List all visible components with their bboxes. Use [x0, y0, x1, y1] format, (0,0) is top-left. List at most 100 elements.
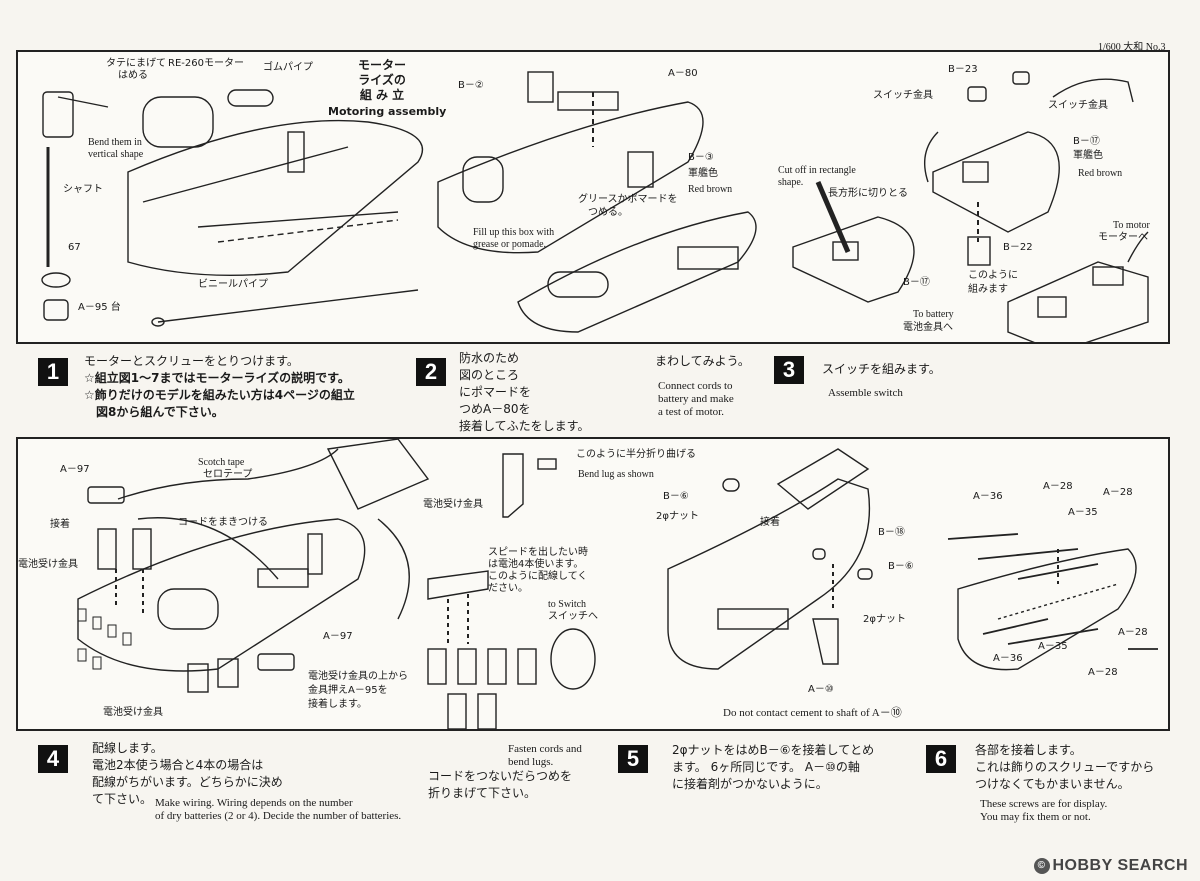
- label-scotch-en: Scotch tape: [198, 457, 245, 468]
- hobby-search-logo-icon: ©: [1033, 858, 1050, 874]
- label-fill-en1: Fill up this box with: [473, 227, 555, 238]
- step-3-en: Assemble switch: [828, 387, 903, 399]
- label-denchi-1: 電池受け金具: [18, 559, 78, 570]
- label-note-3: 接着します。: [308, 699, 367, 710]
- step-2-text: 防水のため 図のところ にポマードを つめA－80を 接着してふたをします。: [459, 351, 590, 433]
- label-b23: B－23: [948, 64, 978, 75]
- label-a80: A－80: [668, 68, 698, 79]
- label-konoyou-2: 組みます: [968, 284, 1008, 295]
- label-grease-jp1: グリースかポマードを: [578, 194, 678, 205]
- label-b17-a: B－⑰: [1073, 136, 1100, 147]
- label-bend-jp: このように半分折り曲げる: [576, 449, 696, 460]
- step-number-3: 3: [774, 356, 804, 384]
- label-a36-a: A－36: [973, 491, 1003, 502]
- step-number-5: 5: [618, 745, 648, 773]
- label-a28-d: A－28: [1088, 667, 1118, 678]
- label-a35-b: A－35: [1038, 641, 1068, 652]
- label-b17-redbrown: Red brown: [1078, 168, 1123, 179]
- label-a28-b: A－28: [1103, 487, 1133, 498]
- label-gomu: ゴムパイプ: [263, 62, 313, 73]
- motoring-title-jp: モーター ライズの 組 み 立: [358, 58, 407, 102]
- label-nut-a: 2φナット: [656, 511, 699, 522]
- top-line-art: [41, 71, 1149, 342]
- motoring-title-en: Motoring assembly: [328, 105, 447, 118]
- label-a10: A－⑩: [808, 684, 834, 695]
- step-4-en-2: of dry batteries (2 or 4). Decide the nu…: [155, 810, 402, 822]
- label-speed-1: スピードを出したい時: [488, 547, 588, 558]
- label-note-1: 電池受け金具の上から: [308, 671, 408, 682]
- label-a95: A－95 台: [78, 302, 121, 313]
- label-scotch-jp: セロテープ: [203, 469, 253, 480]
- label-a35-a: A－35: [1068, 507, 1098, 518]
- step-3-text: スイッチを組みます。: [822, 362, 941, 376]
- label-b17-b: B－⑰: [903, 277, 930, 288]
- label-konoyou-1: このように: [968, 270, 1018, 281]
- hobby-search-watermark: ©HOBBY SEARCH: [1033, 857, 1189, 875]
- label-bend-en: Bend lug as shown: [578, 469, 654, 480]
- label-b3-color: 軍艦色: [688, 168, 718, 179]
- label-cut-en2: shape.: [778, 177, 804, 188]
- top-illustration-panel: タテにまげて はめる RE-260モーター ゴムパイプ Bend them in…: [16, 50, 1170, 344]
- label-67: 67: [68, 242, 81, 253]
- step-2-en: Connect cords to battery and make a test…: [658, 380, 734, 418]
- label-tate: タテにまげて: [106, 58, 166, 69]
- label-b18: B－⑱: [878, 527, 905, 538]
- step-5-text: 2φナットをはめB－⑥を接着してとめ ます。 6ヶ所同じです。 A－⑩の軸 に接…: [672, 743, 875, 791]
- bottom-line-art: [77, 439, 1158, 729]
- label-switch-fitting-1: スイッチ金具: [873, 90, 933, 101]
- label-b17-color: 軍艦色: [1073, 150, 1103, 161]
- label-to-motor-en: To motor: [1113, 220, 1150, 231]
- step-number-6: 6: [926, 745, 956, 773]
- step-number-4: 4: [38, 745, 68, 773]
- label-re260: RE-260モーター: [168, 58, 244, 69]
- label-switch-fitting-2: スイッチ金具: [1048, 100, 1108, 111]
- label-b22: B－22: [1003, 242, 1033, 253]
- label-a28-c: A－28: [1118, 627, 1148, 638]
- label-b3-redbrown: Red brown: [688, 184, 733, 195]
- label-to-battery-jp: 電池金具へ: [903, 322, 953, 333]
- label-a28-a: A－28: [1043, 481, 1073, 492]
- hammer-icon: [42, 91, 74, 138]
- label-to-battery-en: To battery: [913, 309, 954, 320]
- label-note-2: 金具押えA－95を: [308, 685, 388, 696]
- label-speed-2: は電池4本使います。: [488, 559, 584, 570]
- bottom-illustration-panel: A－97 Scotch tape セロテープ 接着 コードをまきつける 電池受け…: [16, 437, 1170, 731]
- label-a97-b: A－97: [323, 631, 353, 642]
- label-cut-jp: 長方形に切りとる: [828, 188, 908, 199]
- step-6-en: These screws are for display. You may fi…: [980, 798, 1108, 823]
- step-4-fasten-en: Fasten cords and bend lugs.: [508, 743, 582, 768]
- label-nut-b: 2φナット: [863, 614, 906, 625]
- label-caution: Do not contact cement to shaft of A－⑩: [723, 707, 902, 719]
- label-denchi-battery: 電池受け金具: [423, 499, 483, 510]
- label-b6-b: B－⑥: [888, 561, 914, 572]
- label-to-motor-jp: モーターへ: [1098, 232, 1148, 243]
- step-4-text: 配線します。 電池2本使う場合と4本の場合は 配線がちがいます。どちらかに決め …: [92, 741, 283, 806]
- label-a36-b: A－36: [993, 653, 1023, 664]
- label-vinyl: ビニールパイプ: [198, 279, 268, 290]
- label-shaft: シャフト: [63, 184, 103, 195]
- label-fill-en2: grease or pomade.: [473, 239, 547, 250]
- label-to-switch-en: to Switch: [548, 599, 587, 610]
- label-speed-3: このように配線してく: [488, 571, 588, 582]
- label-speed-4: ださい。: [488, 583, 528, 594]
- step-number-2: 2: [416, 358, 446, 386]
- label-b2: B－②: [458, 80, 484, 91]
- label-hameru: はめる: [118, 70, 148, 81]
- label-setchaku-nut: 接着: [760, 517, 780, 528]
- label-to-switch-jp: スイッチへ: [548, 611, 598, 622]
- label-b3: B－③: [688, 152, 714, 163]
- page-reference: 1/600 大和 No.3: [1098, 42, 1166, 53]
- step-4-extra: コードをつないだらつめを 折りまげて下さい。: [428, 769, 573, 800]
- step-4-en-1: Make wiring. Wiring depends on the numbe…: [155, 797, 353, 809]
- label-cut-en1: Cut off in rectangle: [778, 165, 856, 176]
- step-1-text: モーターとスクリューをとりつけます。 ☆組立図1～7まではモーターライズの説明で…: [84, 354, 355, 419]
- label-denchi-2: 電池受け金具: [103, 707, 163, 718]
- label-cord: コードをまきつける: [178, 517, 268, 528]
- step-number-1: 1: [38, 358, 68, 386]
- label-b6-a: B－⑥: [663, 491, 689, 502]
- label-a97-a: A－97: [60, 464, 90, 475]
- step-6-text: 各部を接着します。 これは飾りのスクリューですから つけなくてもかまいません。: [975, 743, 1155, 791]
- label-bend-en1: Bend them in: [88, 137, 142, 148]
- label-setchaku-left: 接着: [50, 519, 70, 530]
- label-bend-en2: vertical shape: [88, 149, 144, 160]
